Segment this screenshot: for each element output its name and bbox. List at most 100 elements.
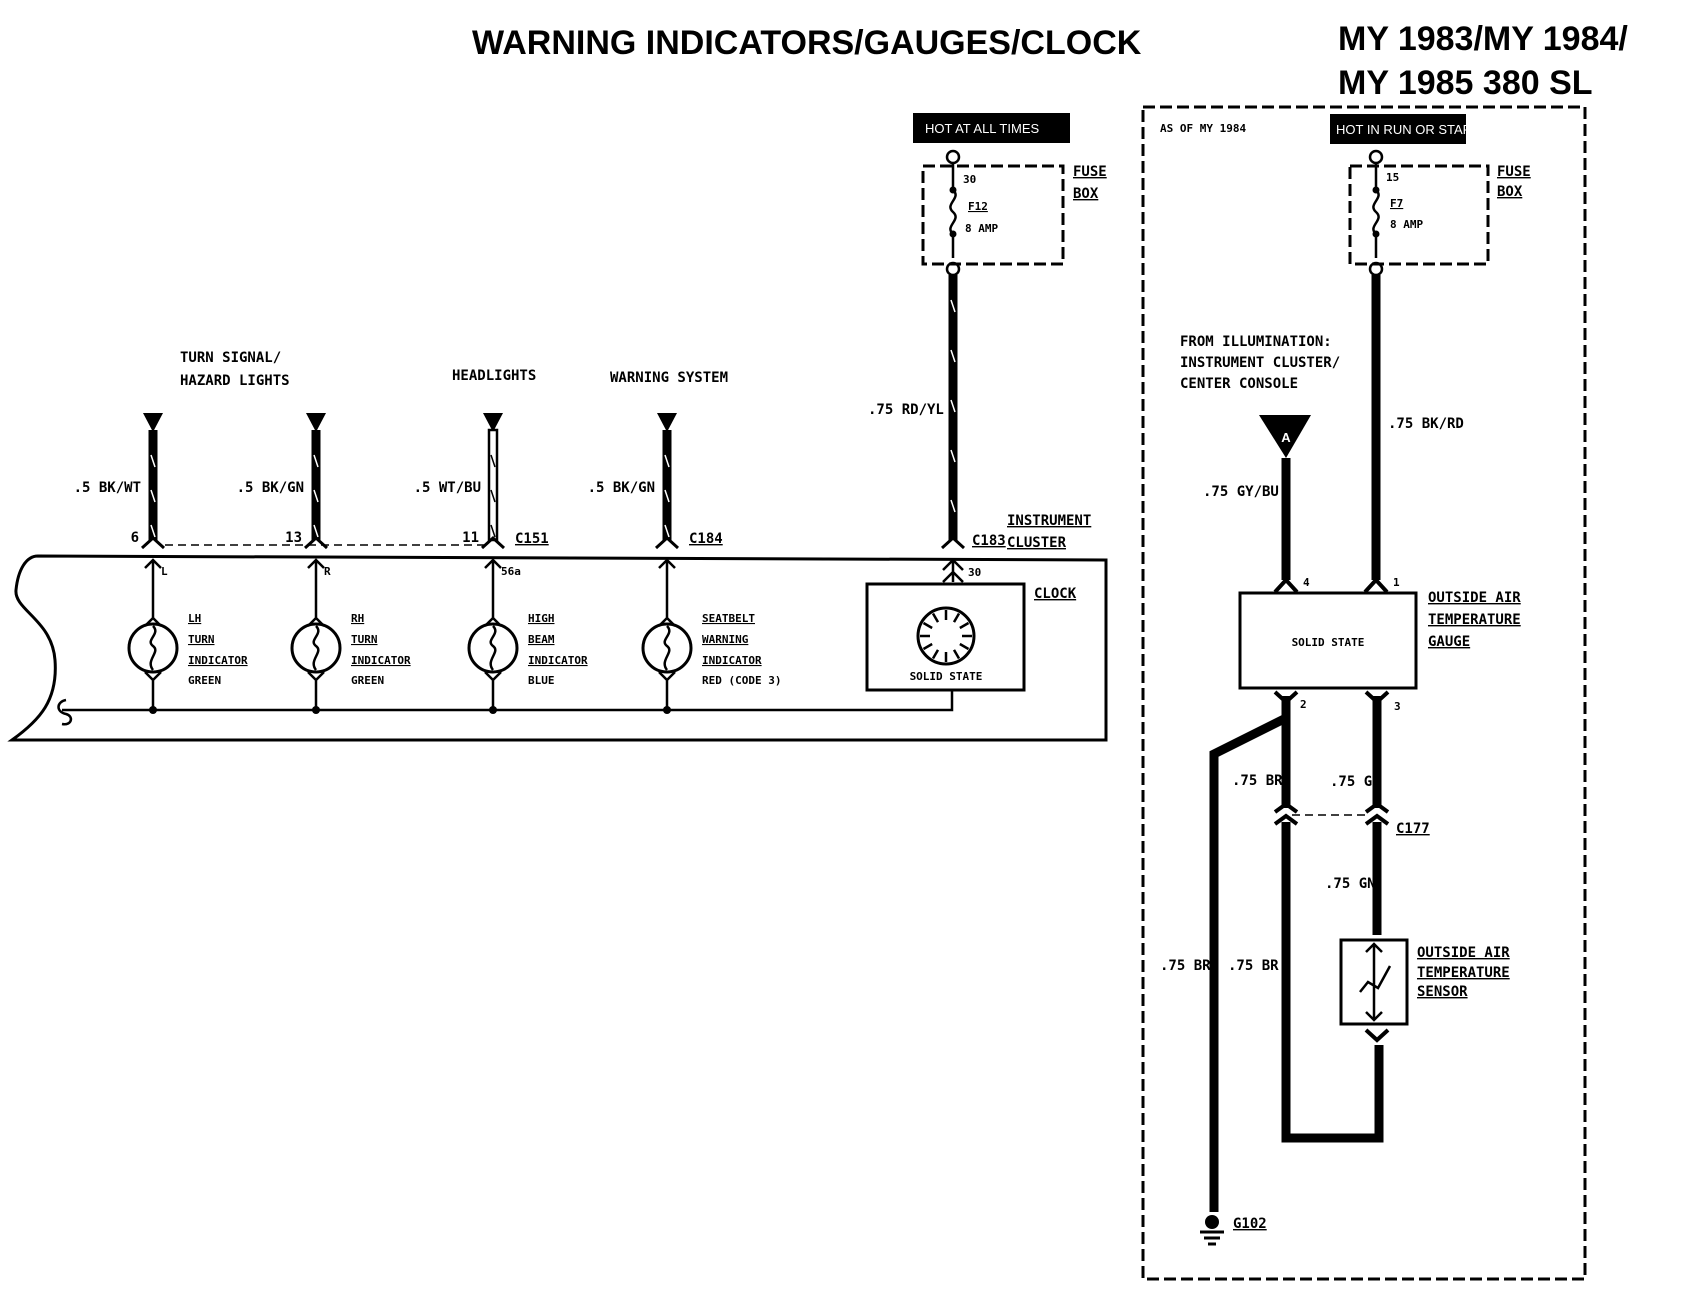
terminal-icon xyxy=(1368,149,1384,165)
cluster-label-1: INSTRUMENT xyxy=(1007,513,1091,529)
indicator-color: GREEN xyxy=(188,674,221,687)
clock-box xyxy=(865,582,1026,692)
branch-wire xyxy=(484,671,502,710)
wire-label: .5 BK/GN xyxy=(588,480,655,496)
wire-label-bk-rd: .75 BK/RD xyxy=(1388,416,1464,432)
wire-label: .5 BK/WT xyxy=(74,480,141,496)
hot-at-all-times-badge xyxy=(913,113,1070,143)
branch-wire xyxy=(484,558,502,627)
splice-node xyxy=(312,706,320,714)
wire-stripe-mark xyxy=(490,489,496,503)
fuse-node xyxy=(949,230,957,238)
clock-label: CLOCK xyxy=(1034,586,1077,602)
as-of-my1984-box xyxy=(1141,105,1587,1281)
fuse-rating-left: 8 AMP xyxy=(965,222,998,235)
splice-node xyxy=(663,706,671,714)
branch-wire xyxy=(307,671,325,710)
wire-stripe-mark xyxy=(313,489,319,503)
branch-wire xyxy=(658,558,676,627)
fuse-id-right: F7 xyxy=(1390,197,1403,210)
fuse-pin-right: 15 xyxy=(1386,171,1399,184)
clock-tick-mark xyxy=(952,649,961,660)
terminal-icon xyxy=(945,149,961,165)
source-label-warning-system: WARNING SYSTEM xyxy=(610,370,728,386)
wire-label-gn-upper: .75 GN xyxy=(1330,774,1381,790)
model-years-line2: MY 1985 380 SL xyxy=(1338,64,1593,102)
gauge-pin-4: 4 xyxy=(1303,576,1310,589)
lamp-bulb-icon xyxy=(290,622,342,674)
clock-pin: 30 xyxy=(968,566,981,579)
sensor-connector-icon xyxy=(1364,1028,1390,1043)
cluster-label-2: CLUSTER xyxy=(1007,535,1067,551)
clock-tick-mark xyxy=(959,642,970,651)
indicator-name-2: WARNING xyxy=(702,633,749,646)
c177-connector-icons xyxy=(1273,801,1390,826)
inner-pin: R xyxy=(324,565,331,578)
connector-c177: C177 xyxy=(1396,821,1430,837)
cluster-pin: 13 xyxy=(285,530,302,546)
clock-tick-mark xyxy=(922,621,933,630)
indicator-name-2: TURN xyxy=(351,633,378,646)
wire-label: .5 BK/GN xyxy=(237,480,304,496)
instrument-cluster-outline xyxy=(7,554,1108,742)
inner-pin: 56a xyxy=(501,565,521,578)
clock-tick-mark xyxy=(931,649,940,660)
lamp-filament-icon xyxy=(149,625,157,671)
fuse-icon xyxy=(1372,163,1380,258)
lamp-bulb-icon xyxy=(127,622,179,674)
fuse-box-left xyxy=(921,164,1065,266)
fuse-rating-right: 8 AMP xyxy=(1390,218,1423,231)
illum-label-2: INSTRUMENT CLUSTER/ xyxy=(1180,355,1340,371)
fuse-box-label-left-1: FUSE xyxy=(1073,164,1107,180)
source-triangle-icon xyxy=(306,413,326,432)
lamp-bulb-icon xyxy=(467,622,519,674)
fuse-pin-left: 30 xyxy=(963,173,976,186)
wire-label-br-ground: .75 BR xyxy=(1160,958,1211,974)
clock-face-icon xyxy=(916,606,976,666)
sensor-label-1: OUTSIDE AIR xyxy=(1417,945,1510,961)
fuse-id-left: F12 xyxy=(968,200,988,213)
lamp-filament-icon xyxy=(312,625,320,671)
wire-label-br-upper: .75 BR xyxy=(1232,773,1283,789)
hot-in-run-label: HOT IN RUN OR START xyxy=(1336,122,1480,137)
gauge-box xyxy=(1238,591,1418,690)
clock-tick-mark xyxy=(952,612,961,623)
splice-node xyxy=(489,706,497,714)
fuse-box-label-right-2: BOX xyxy=(1497,184,1523,200)
gauge-label-3: GAUGE xyxy=(1428,634,1470,650)
fuse-box-right xyxy=(1348,164,1490,266)
connector-female-icon xyxy=(480,535,506,550)
lamp-filament-icon xyxy=(489,625,497,671)
illum-label-3: CENTER CONSOLE xyxy=(1180,376,1298,392)
cluster-ground-bus xyxy=(62,690,954,712)
model-years-line1: MY 1983/MY 1984/ xyxy=(1338,20,1628,58)
branch-wire xyxy=(658,671,676,710)
illum-ref-triangle-icon xyxy=(1259,415,1311,458)
gauge-input-connectors xyxy=(1273,577,1389,594)
source-label-headlights: HEADLIGHTS xyxy=(452,368,536,384)
indicator-name-3: INDICATOR xyxy=(528,654,588,667)
illum-label-1: FROM ILLUMINATION: xyxy=(1180,334,1332,350)
connector-c183: C183 xyxy=(972,533,1006,549)
connector-female-icon xyxy=(940,535,966,550)
indicator-name-3: INDICATOR xyxy=(188,654,248,667)
lamp-filament-icon xyxy=(663,625,671,671)
cluster-pin: 6 xyxy=(131,530,139,546)
clock-connector-icon xyxy=(942,558,964,583)
diagram-title: WARNING INDICATORS/GAUGES/CLOCK xyxy=(472,24,1142,62)
gauge-type: SOLID STATE xyxy=(1292,636,1365,649)
wire-label-br-lower: .75 BR xyxy=(1228,958,1279,974)
source-label-turn-2: HAZARD LIGHTS xyxy=(180,373,290,389)
fuse-node xyxy=(1372,230,1380,238)
ground-icon xyxy=(1200,1215,1224,1246)
cluster-pin: 11 xyxy=(462,530,479,546)
indicator-name-2: TURN xyxy=(188,633,215,646)
wire-label-gy-bu: .75 GY/BU xyxy=(1203,484,1279,500)
fuse-node xyxy=(949,186,957,194)
wire-br-lower xyxy=(1281,822,1384,1143)
gauge-label-1: OUTSIDE AIR xyxy=(1428,590,1521,606)
wire-label-gn-lower: .75 GN xyxy=(1325,876,1376,892)
indicator-color: BLUE xyxy=(528,674,555,687)
indicator-name-1: HIGH xyxy=(528,612,555,625)
